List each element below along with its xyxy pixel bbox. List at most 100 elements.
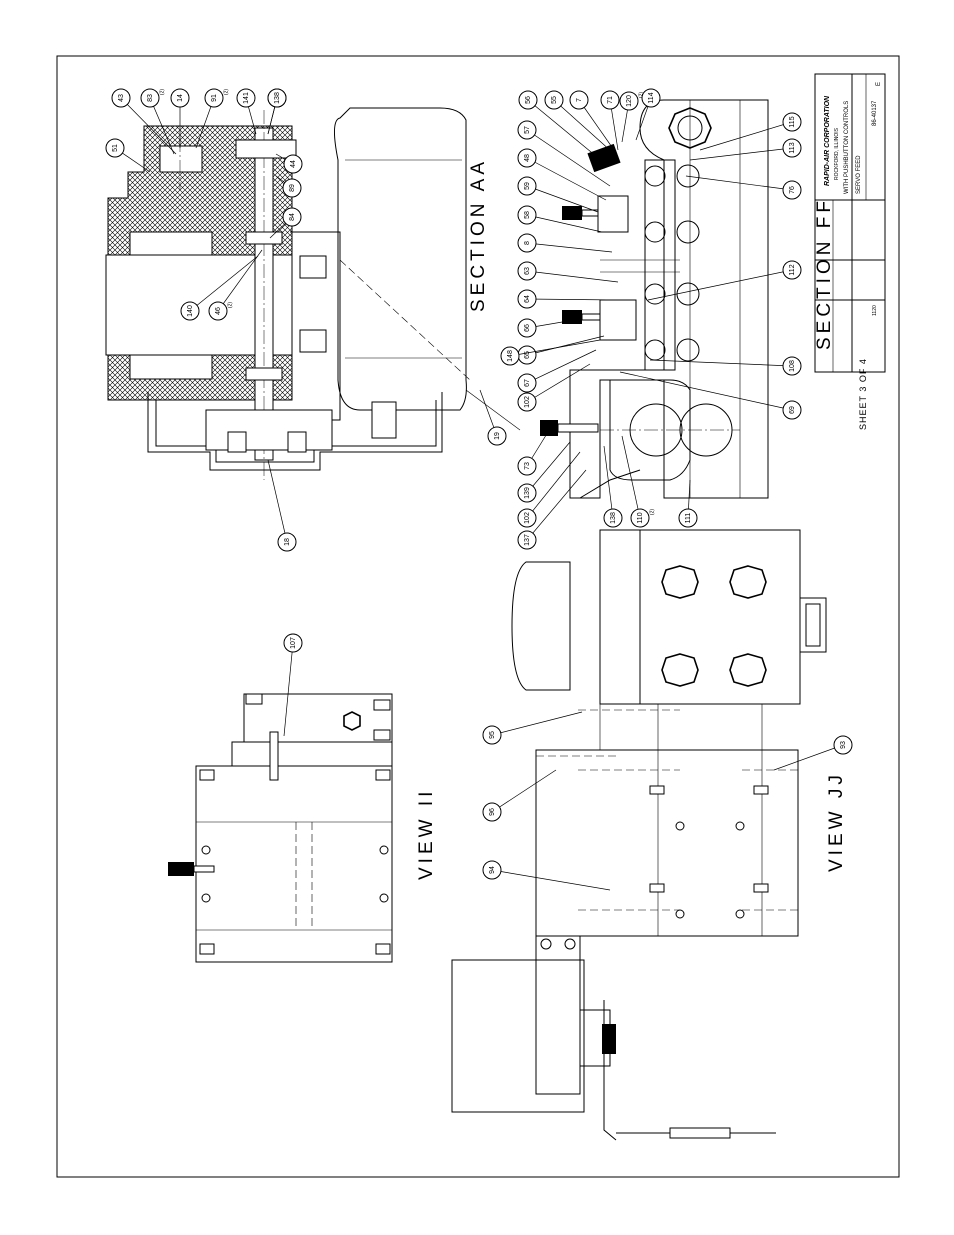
balloon-label: 148	[507, 350, 514, 362]
balloon-label: 112	[789, 264, 796, 275]
section-ff-drawing	[540, 99, 769, 499]
callout-balloon-58: 58	[517, 205, 603, 233]
balloon-label: 58	[524, 211, 531, 219]
balloon-label: 44	[290, 160, 297, 168]
balloon-label: 73	[524, 462, 531, 470]
balloon-label: 55	[551, 96, 558, 104]
balloon-label: 43	[118, 94, 125, 102]
balloon-label: 83	[147, 94, 154, 102]
balloon-label: 57	[524, 126, 531, 134]
balloon-label: 63	[524, 267, 531, 275]
balloon-label: 138	[274, 92, 281, 104]
callout-balloon-65: 65	[517, 335, 605, 365]
balloon-label: 7	[576, 98, 583, 102]
callout-balloon-108: 108	[649, 356, 802, 376]
balloon-label: 141	[243, 92, 250, 104]
title-view-ii: VIEW II	[416, 788, 437, 880]
callout-balloon-138: 138	[267, 88, 287, 135]
callout-balloon-102b: 102	[517, 451, 581, 528]
balloon-label: 18	[284, 538, 291, 546]
balloon-label: 95	[489, 731, 496, 739]
callout-balloon-73: 73	[517, 431, 549, 476]
balloon-label: 115	[789, 116, 796, 127]
callout-balloon-51: 51	[105, 138, 151, 173]
title-section-aa: SECTION AA	[468, 158, 489, 312]
callout-balloon-120: 120 (2)	[619, 91, 644, 143]
title-revision: E	[876, 82, 882, 86]
callout-balloon-8: 8	[517, 233, 613, 253]
callout-balloon-66: 66	[517, 318, 575, 338]
callout-balloon-76: 76	[685, 175, 802, 200]
balloon-label: 66	[524, 324, 531, 332]
callout-balloon-89: 89	[275, 175, 302, 198]
title-view-jj: VIEW JJ	[826, 771, 847, 872]
balloon-label: 19	[494, 432, 501, 440]
balloon-label: 138	[610, 512, 617, 524]
balloon-qty: (2)	[227, 302, 233, 308]
balloon-label: 14	[177, 94, 184, 102]
callout-balloon-114: 114	[635, 88, 661, 141]
title-description-2: WITH PUSHBUTTON CONTROLS	[844, 101, 850, 194]
balloon-label: 93	[840, 741, 847, 749]
balloon-qty: (2)	[638, 92, 644, 98]
callout-balloon-44: 44	[275, 153, 303, 174]
balloon-label: 8	[524, 241, 531, 245]
balloon-label: 71	[607, 96, 614, 104]
balloon-label: 46	[215, 307, 222, 315]
balloon-label: 65	[524, 351, 531, 359]
callout-balloon-115: 115	[699, 112, 802, 151]
balloon-label: 107	[290, 637, 297, 649]
view-jj-drawing	[451, 529, 827, 1141]
balloon-label: 139	[524, 487, 531, 499]
balloon-label: 111	[685, 513, 692, 524]
balloon-qty: (2)	[223, 89, 229, 95]
callout-balloon-148: 148	[500, 339, 601, 366]
balloon-label: 96	[489, 808, 496, 816]
balloon-label: 140	[187, 305, 194, 317]
balloon-label: 84	[289, 213, 296, 221]
callout-balloon-69: 69	[619, 371, 802, 420]
callout-balloon-95: 95	[482, 711, 583, 745]
balloon-label: 120	[626, 95, 633, 107]
balloon-qty: (2)	[159, 89, 165, 95]
title-model: 1120	[872, 305, 878, 316]
balloon-label: 102	[524, 512, 531, 524]
balloon-label: 59	[524, 182, 531, 190]
callout-balloon-83: 83 (2)	[140, 88, 175, 155]
callout-balloon-112: 112	[647, 260, 802, 301]
callout-balloon-14: 14	[170, 88, 190, 148]
callout-balloon-55: 55	[544, 90, 613, 153]
title-company: RAPID-AIR CORPORATION	[824, 95, 831, 186]
callout-balloon-111: 111	[678, 479, 698, 528]
balloon-label: 56	[525, 96, 532, 104]
callout-balloon-94: 94	[482, 860, 611, 891]
balloon-label: 69	[789, 406, 796, 414]
callout-balloon-18: 18	[267, 459, 297, 552]
callout-balloon-19: 19	[479, 389, 507, 446]
balloon-label: 114	[648, 92, 655, 103]
callout-balloon-96: 96	[482, 769, 557, 822]
balloon-label: 67	[524, 379, 531, 387]
balloon-label: 137	[524, 534, 531, 546]
callout-balloon-102: 102	[517, 363, 591, 412]
callout-balloon-56: 56	[518, 90, 609, 167]
knob-group	[540, 143, 621, 436]
callout-balloon-140: 140	[180, 255, 259, 321]
balloon-label: 48	[524, 154, 531, 162]
callout-balloon-57: 57	[517, 120, 611, 187]
balloon-label: 89	[289, 184, 296, 192]
balloon-qty: (2)	[649, 509, 655, 515]
sheet-number: SHEET 3 OF 4	[858, 358, 868, 430]
title-drawing-no: 86-40137	[872, 100, 878, 126]
callout-balloon-91: 91(2)	[195, 88, 229, 149]
callout-balloon-141: 141	[236, 88, 257, 135]
callout-balloon-93: 93	[773, 735, 853, 771]
callout-balloon-67: 67	[517, 349, 597, 393]
title-subtitle: ROCKFORD, ILLINOIS	[834, 127, 840, 180]
balloon-label: 113	[789, 142, 796, 153]
section-aa-drawing	[105, 107, 521, 480]
view-ii-drawing	[168, 693, 393, 963]
callout-balloon-107: 107	[283, 633, 303, 737]
callout-balloon-113: 113	[689, 138, 802, 161]
